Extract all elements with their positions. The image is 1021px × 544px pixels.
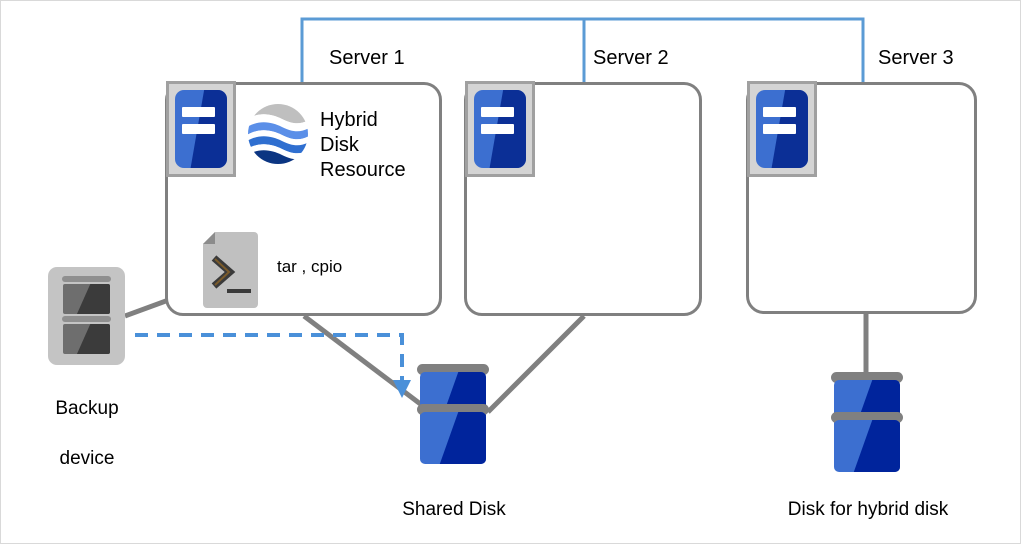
- server-label-1: Server 1: [329, 47, 405, 69]
- hybrid-label-line-2: Disk: [320, 134, 359, 156]
- terminal-script-icon: [199, 232, 262, 308]
- server-label-2: Server 2: [593, 47, 669, 69]
- shared-disk-label: Shared Disk for hybrid disk resource: [323, 472, 585, 543]
- shared-disk-icon: [417, 364, 489, 464]
- hybrid-label-line-1: Hybrid: [320, 109, 378, 131]
- backup-label-line-1: Backup: [55, 398, 119, 419]
- hybrid-disk-resource-label: Hybrid Disk Resource: [320, 108, 406, 183]
- script-label: tar , cpio: [277, 257, 343, 276]
- server3-disk-label-line-1: Disk for hybrid disk: [787, 499, 949, 520]
- backup-device-label: Backup device: [22, 371, 152, 496]
- server-label-3: Server 3: [878, 47, 954, 69]
- backup-dataflow-arrow: [135, 333, 411, 398]
- server-icon-2: [465, 81, 535, 177]
- server-icon-3: [747, 81, 817, 177]
- server3-disk-icon: [831, 372, 903, 472]
- globe-icon: [246, 102, 310, 166]
- backup-label-line-2: device: [59, 448, 115, 469]
- shared-disk-label-line-1: Shared Disk: [402, 499, 506, 520]
- server3-disk-label: Disk for hybrid disk resource: [753, 472, 983, 543]
- server-icon-1: [166, 81, 236, 177]
- backup-device-icon: [48, 267, 125, 365]
- hybrid-label-line-3: Resource: [320, 159, 406, 181]
